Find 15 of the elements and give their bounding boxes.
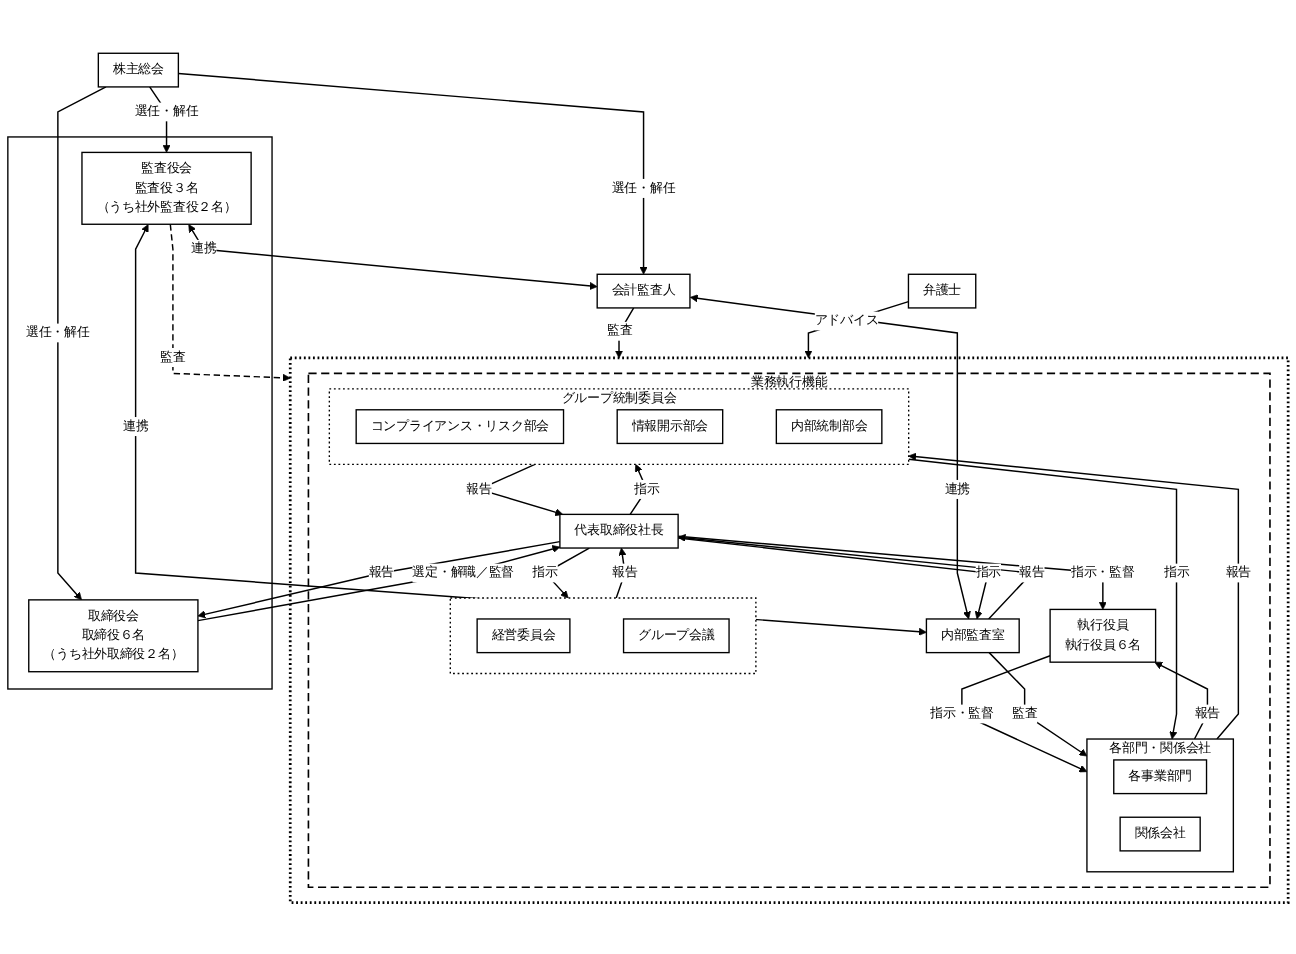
arrow: [1154, 660, 1209, 739]
cluster: [449, 596, 757, 674]
arrow: [908, 451, 1240, 739]
arrow: [988, 650, 1088, 756]
arrow: [188, 223, 598, 289]
arrow: [907, 457, 1178, 739]
arrow: [961, 653, 1088, 772]
cluster: [7, 135, 273, 689]
arrow: [57, 85, 107, 600]
arrow: [804, 299, 910, 358]
arrow: [169, 222, 291, 381]
arrow: [677, 536, 990, 619]
arrow: [615, 546, 627, 598]
arrow: [689, 293, 971, 619]
arrow: [177, 71, 648, 274]
